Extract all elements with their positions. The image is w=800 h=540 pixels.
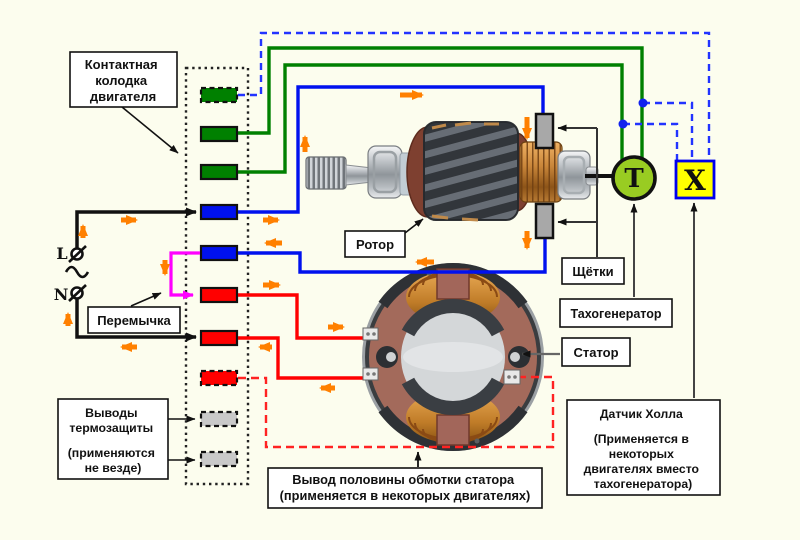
contact-block-outline — [184, 66, 250, 486]
brushes — [534, 112, 555, 240]
label-line: (применяется в некоторых двигателях) — [280, 488, 531, 503]
contact-thermal-1 — [199, 410, 239, 428]
contact-green-dashed — [199, 86, 239, 104]
svg-text:Датчик Холла (Применяе: Датчик Холла (Применяется в некоторых дв… — [584, 407, 703, 491]
contact-blue-1 — [199, 203, 239, 221]
label-line: термозащиты — [69, 421, 153, 435]
wiring — [75, 31, 711, 449]
contact-green-2 — [199, 163, 239, 181]
wire-green-tacho-1 — [238, 46, 644, 160]
label-line: (применяются — [68, 446, 155, 460]
stator-connectors — [362, 327, 521, 385]
stator-label: Статор — [561, 337, 631, 367]
terminal-N-label: N — [54, 285, 69, 304]
label-line: Перемычка — [97, 313, 171, 328]
label-line: Датчик Холла — [600, 407, 683, 421]
half-winding-label: Вывод половины обмотки статора (применяе… — [267, 467, 543, 509]
wire-black-neutral-N — [75, 299, 197, 342]
contact-thermal-2 — [199, 450, 239, 468]
label-line: двигателя — [90, 89, 156, 104]
tacho-letter: T — [624, 164, 644, 194]
label-line: Щётки — [572, 264, 613, 279]
tachogenerator-symbol: T — [611, 155, 657, 201]
svg-text:Вывод половины обмотки статора: Вывод половины обмотки статора (применяе… — [280, 472, 531, 503]
hall-label: Датчик Холла (Применяется в некоторых дв… — [566, 399, 721, 496]
svg-text:Выводы термозащиты: Выводы термозащиты (применяются не везде… — [68, 406, 159, 475]
tacho-label: Тахогенератор — [559, 298, 673, 328]
svg-text:Перемычка: Перемычка — [97, 313, 171, 328]
contact-red-1 — [199, 286, 239, 304]
thermal-label: Выводы термозащиты (применяются не везде… — [57, 398, 169, 480]
power-terminals: L N — [54, 244, 90, 304]
label-line: Вывод половины обмотки статора — [292, 472, 515, 487]
wire-red-stator-1 — [238, 293, 377, 340]
wire-red-stator-2 — [238, 336, 377, 380]
label-boxes: Контактная колодка двигателя Перемычка В… — [57, 51, 721, 509]
wire-green-tacho-2 — [238, 63, 624, 174]
svg-text:Ротор: Ротор — [356, 237, 394, 252]
label-line: не везде) — [85, 461, 142, 475]
ac-symbol — [64, 265, 90, 279]
wire-red-dashed-half-winding — [238, 375, 555, 449]
hall-sensor-symbol: X — [674, 159, 716, 200]
brush-top — [534, 112, 555, 150]
motor-contact-block — [184, 66, 250, 486]
brush-bottom — [534, 202, 555, 240]
pointer-lines — [121, 106, 698, 467]
wire-blue-brush-top — [238, 85, 545, 214]
contact-red-2 — [199, 329, 239, 347]
label-line: колодка — [95, 73, 148, 88]
label-line: Статор — [573, 345, 618, 360]
wire-jumper-magenta — [169, 251, 200, 300]
wire-blue-dashed-tap-2 — [623, 122, 679, 160]
wire-blue-dashed-hall — [238, 31, 711, 160]
contact-red-dashed — [199, 369, 239, 387]
wire-blue-brush-bottom — [238, 237, 547, 274]
junction-dot-1 — [638, 98, 648, 108]
rotor-photo — [305, 121, 599, 222]
junction-dot-2 — [618, 119, 628, 129]
svg-text:Контактная колодка: Контактная колодка двигателя — [85, 57, 162, 104]
wire-black-line-L — [75, 207, 197, 249]
svg-text:Статор: Статор — [573, 345, 618, 360]
svg-text:Щётки: Щётки — [572, 264, 613, 279]
rotor-label: Ротор — [344, 230, 406, 258]
brushes-label: Щётки — [561, 257, 625, 285]
label-line: Контактная — [85, 57, 158, 72]
label-line: Выводы — [85, 406, 137, 420]
svg-text:Тахогенератор: Тахогенератор — [570, 307, 661, 321]
wire-blue-dashed-tap-1 — [643, 101, 694, 160]
label-line: Тахогенератор — [570, 307, 661, 321]
hall-letter: X — [684, 164, 706, 197]
stator-photo — [362, 262, 544, 452]
label-line: тахогенератора) — [594, 477, 692, 491]
label-line: Ротор — [356, 237, 394, 252]
label-line: (Применяется в — [594, 432, 690, 446]
contact-block-label: Контактная колодка двигателя — [69, 51, 178, 108]
label-line: двигателях вместо — [584, 462, 699, 476]
label-line: некоторых — [609, 447, 674, 461]
terminal-L-label: L — [56, 244, 67, 263]
contact-green-1 — [199, 125, 239, 143]
contact-blue-2 — [199, 244, 239, 262]
jumper-label: Перемычка — [87, 306, 181, 334]
current-direction-arrows — [63, 90, 532, 393]
